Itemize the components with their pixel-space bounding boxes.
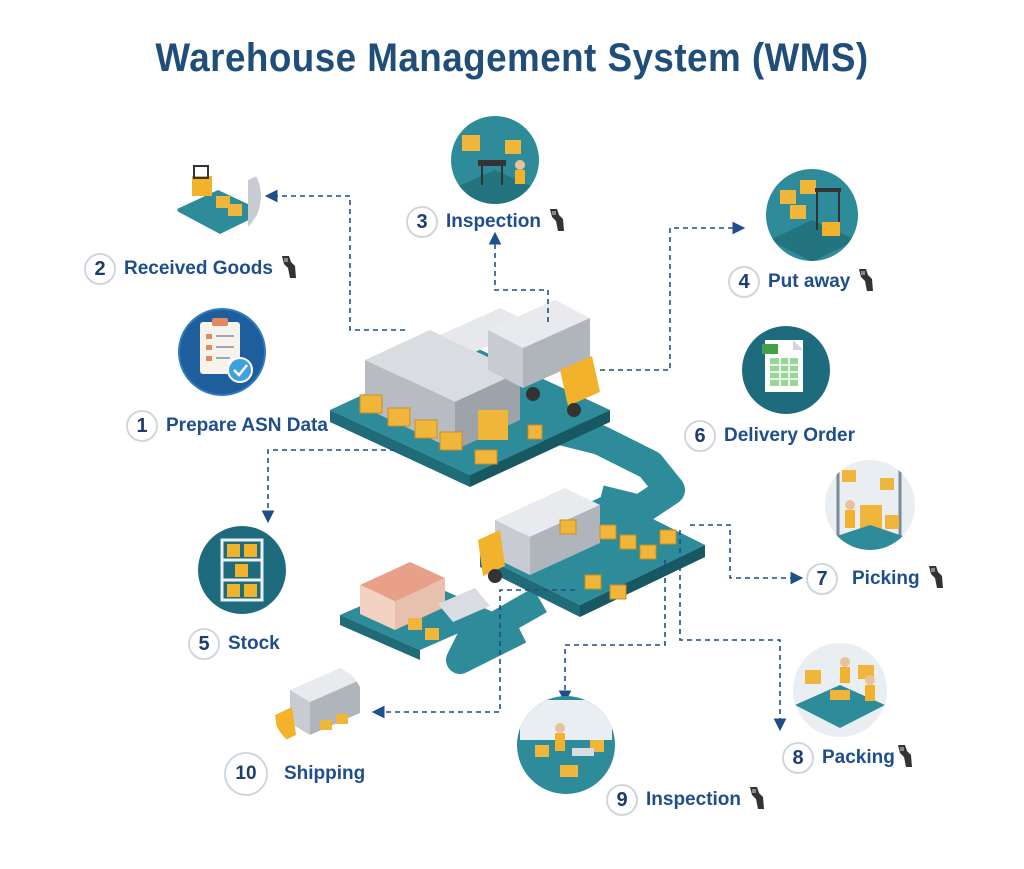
- packing-scene-icon: [793, 643, 887, 737]
- step-number: 5: [188, 628, 220, 660]
- step-number: 4: [728, 266, 760, 298]
- truck-scene-icon: [272, 660, 364, 752]
- step-10: 10 Shipping: [224, 752, 365, 796]
- step-label: Packing: [822, 747, 895, 768]
- step-7: 7 Picking: [806, 563, 946, 595]
- flow-arrows: [261, 189, 804, 732]
- forklift-scene-icon: [175, 153, 261, 239]
- step-1: 1 Prepare ASN Data: [126, 410, 328, 442]
- step-9: 9 Inspection: [606, 784, 767, 816]
- step-number: 6: [684, 420, 716, 452]
- step-number: 8: [782, 742, 814, 774]
- step-label: Delivery Order: [724, 425, 855, 446]
- step-label: Inspection: [646, 789, 742, 810]
- step-6: 6 Delivery Order: [684, 420, 855, 452]
- step-label: Prepare ASN Data: [166, 415, 328, 436]
- step-8: 8 Packing: [782, 742, 915, 774]
- step-number: 10: [224, 752, 268, 796]
- step-label: Put away: [768, 271, 851, 292]
- step-number: 9: [606, 784, 638, 816]
- shelf-stock-icon: [198, 526, 286, 614]
- step-label: Inspection: [446, 211, 542, 232]
- step-number: 3: [406, 206, 438, 238]
- step-5: 5 Stock: [188, 628, 280, 660]
- warehouse-scene: [330, 300, 705, 674]
- picking-scene-icon: [825, 460, 915, 550]
- barcode-scanner-icon: [747, 785, 767, 816]
- barcode-scanner-icon: [895, 743, 915, 774]
- step-3: 3 Inspection: [406, 206, 567, 238]
- barcode-scanner-icon: [926, 564, 946, 595]
- step-label: Picking: [852, 568, 920, 589]
- step-2: 2 Received Goods: [84, 253, 299, 285]
- barcode-scanner-icon: [279, 254, 299, 285]
- barcode-scanner-icon: [856, 267, 876, 298]
- step-number: 7: [806, 563, 838, 595]
- step-label: Received Goods: [124, 258, 273, 279]
- step-label: Stock: [228, 633, 280, 654]
- inspection-scene-icon: [451, 116, 539, 204]
- step-number: 1: [126, 410, 158, 442]
- putaway-scene-icon: [766, 169, 858, 261]
- step-4: 4 Put away: [728, 266, 876, 298]
- step-label: Shipping: [284, 763, 366, 784]
- spreadsheet-icon: [742, 326, 830, 414]
- page-title: Warehouse Management System (WMS): [155, 36, 869, 80]
- barcode-scanner-icon: [547, 207, 567, 238]
- clipboard-check-icon: [178, 308, 266, 396]
- inspection-scene-icon: [517, 696, 615, 794]
- step-number: 2: [84, 253, 116, 285]
